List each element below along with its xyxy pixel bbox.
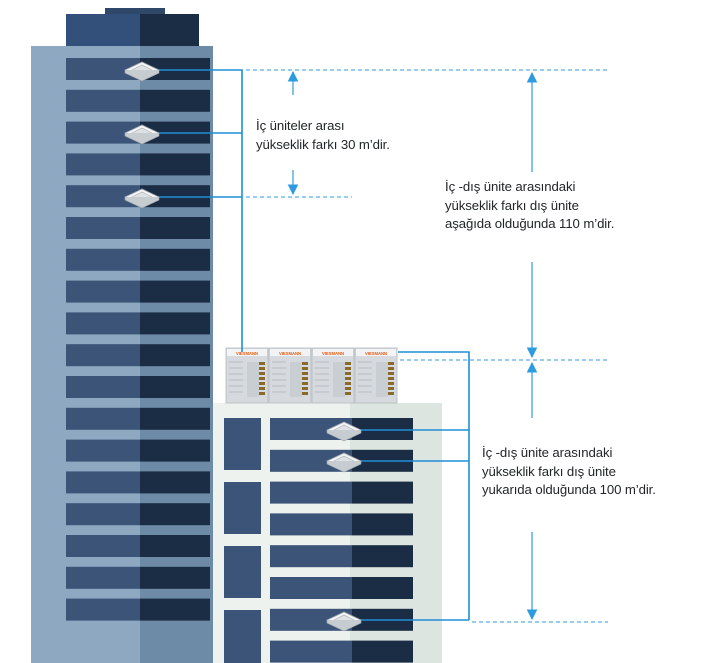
- outdoor-below-note: İç -dış ünite arasındaki yükseklik farkı…: [445, 179, 615, 231]
- tower-window-band: [66, 89, 210, 112]
- brand-logo: VIESMANN: [365, 351, 387, 356]
- building-window-band: [270, 545, 413, 568]
- tower-window-band: [66, 344, 210, 367]
- tall-tower: [31, 8, 213, 663]
- indoor-cassette-unit: [326, 421, 362, 442]
- tower-window-band: [66, 58, 210, 80]
- tower-window-band: [66, 439, 210, 462]
- building-window-left: [224, 418, 261, 470]
- tower-window-band: [66, 535, 210, 557]
- indoor-cassette-unit: [326, 611, 362, 632]
- building-window-left: [224, 546, 261, 598]
- building-window-left: [224, 610, 261, 663]
- outdoor-unit: VIESMANN: [225, 347, 269, 404]
- tower-window-band: [66, 153, 210, 176]
- dimension-lines: [246, 69, 608, 623]
- indoor-cassette-unit: [124, 188, 160, 209]
- building-window-band: [270, 481, 413, 504]
- tower-window-band: [66, 312, 210, 335]
- indoor-unit-group: [124, 61, 362, 632]
- tower-windows: [66, 58, 210, 621]
- tower-window-band: [66, 503, 210, 526]
- brand-logo: VIESMANN: [279, 351, 301, 356]
- tower-pipe: [155, 69, 243, 352]
- tower-window-band: [66, 280, 210, 303]
- tower-window-band: [66, 217, 210, 239]
- brand-logo: VIESMANN: [322, 351, 344, 356]
- tower-window-band: [66, 471, 210, 494]
- tower-window-band: [66, 248, 210, 271]
- tower-window-band: [66, 566, 210, 589]
- dimension-arrows: [287, 70, 538, 621]
- indoor-cassette-unit: [326, 452, 362, 473]
- building-window-band: [270, 640, 413, 663]
- indoor-cassette-unit: [124, 61, 160, 82]
- building-window-left: [224, 482, 261, 534]
- tower-window-band: [66, 185, 210, 208]
- outdoor-unit: VIESMANN: [311, 347, 355, 404]
- indoor-height-note: İç üniteler arası yükseklik farkı 30 m’d…: [256, 118, 390, 152]
- building-windows: [224, 418, 413, 663]
- outdoor-unit: VIESMANN: [268, 347, 312, 404]
- refrigerant-pipes: [155, 69, 470, 621]
- tower-window-band: [66, 407, 210, 430]
- brand-logo: VIESMANN: [236, 351, 258, 356]
- outdoor-above-note: İç -dış ünite arasındaki yükseklik farkı…: [482, 445, 656, 497]
- tower-window-band: [66, 376, 210, 398]
- building-window-band: [270, 577, 413, 599]
- outdoor-unit-group: VIESMANN VIESMANN VIESMANN VIESMANN: [225, 347, 398, 404]
- building-window-band: [270, 513, 413, 536]
- building-pipe: [357, 351, 470, 621]
- outdoor-unit: VIESMANN: [354, 347, 398, 404]
- short-building: [213, 403, 442, 663]
- indoor-cassette-unit: [124, 124, 160, 145]
- tower-window-band: [66, 598, 210, 621]
